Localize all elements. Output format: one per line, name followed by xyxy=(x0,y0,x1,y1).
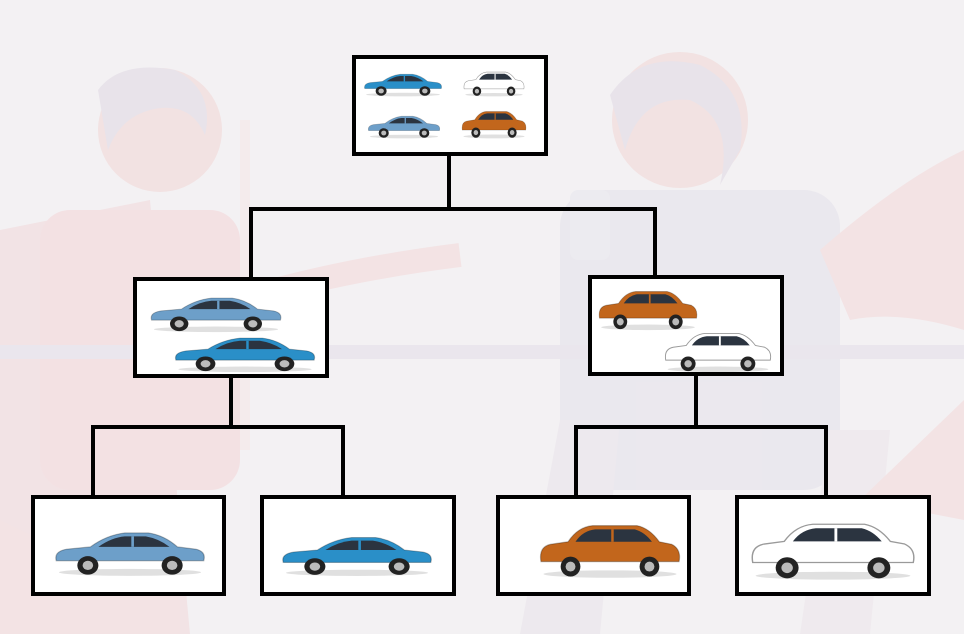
node-white-suv xyxy=(735,495,931,596)
white-suv-icon xyxy=(747,515,919,581)
light-blue-sedan-icon xyxy=(51,519,209,577)
node-suvs xyxy=(588,275,784,376)
orange-suv-icon xyxy=(460,107,528,139)
node-all-cars xyxy=(352,55,548,156)
white-suv-icon xyxy=(662,327,774,373)
node-sedans xyxy=(133,277,329,378)
node-orange-suv xyxy=(496,495,691,596)
node-blue-sedan xyxy=(260,495,456,596)
light-blue-sedan-icon xyxy=(366,109,442,139)
white-suv-icon xyxy=(462,68,526,97)
blue-sedan-icon xyxy=(171,327,319,373)
blue-sedan-icon xyxy=(362,67,444,97)
node-light-blue-sedan xyxy=(31,495,226,596)
blue-sedan-icon xyxy=(278,525,436,577)
orange-suv-icon xyxy=(536,517,684,579)
light-blue-sedan-icon xyxy=(147,287,285,333)
orange-suv-icon xyxy=(596,285,700,331)
